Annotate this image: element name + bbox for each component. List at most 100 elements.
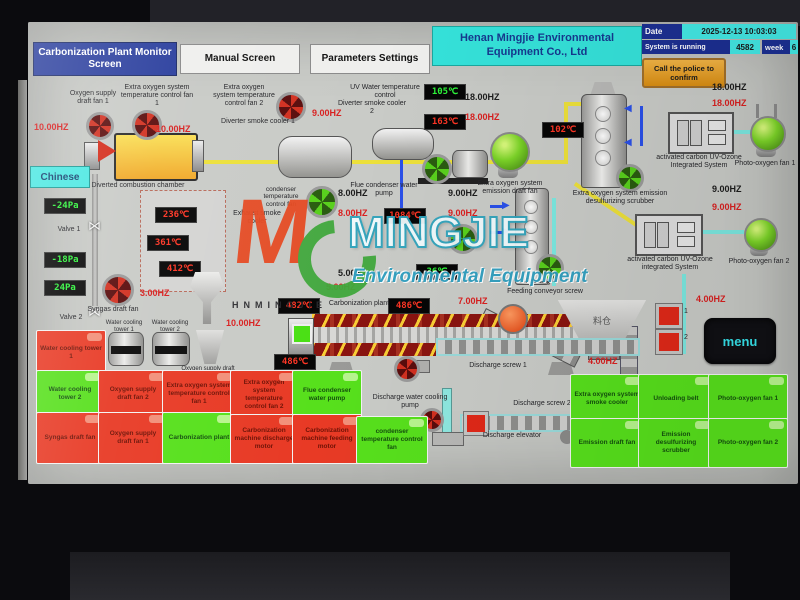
kiln-support bbox=[548, 362, 574, 375]
photo2-hz-set: 9.00HZ bbox=[712, 184, 742, 194]
status-smoke-cooler[interactable]: Extra oxygen system smoke cooler bbox=[570, 374, 644, 424]
pressure3-display: 24Pa bbox=[44, 280, 86, 296]
status-condenser-fan[interactable]: condenser temperature control fan bbox=[356, 416, 428, 464]
status-water-tower2[interactable]: Water cooling tower 2 bbox=[36, 370, 104, 418]
burner-hz: 10.00HZ bbox=[34, 122, 69, 132]
discharge-pump-icon bbox=[394, 356, 420, 382]
emission-hz-actual: 18.00HZ bbox=[465, 112, 500, 122]
cooler-temp-display: 163℃ bbox=[424, 114, 466, 130]
language-toggle-button[interactable]: Chinese bbox=[30, 166, 90, 188]
system-running-value: 4582 bbox=[730, 40, 760, 54]
tower-port bbox=[595, 150, 611, 166]
status-feeding-motor[interactable]: Carbonization machine feeding motor bbox=[292, 414, 362, 464]
arrow-right-icon: ▶ bbox=[502, 200, 510, 211]
temp-fan1-label: Extra oxygen system temperature control … bbox=[120, 84, 194, 108]
uv-water-label: UV Water temperature control bbox=[350, 84, 420, 100]
status-carbonization-plant[interactable]: Carbonization plant bbox=[162, 412, 236, 464]
kiln-start-button[interactable] bbox=[292, 324, 312, 344]
condenser-temp-display: 1084℃ bbox=[384, 208, 426, 224]
status-unloading-belt[interactable]: Unloading belt bbox=[638, 374, 714, 424]
tower-port bbox=[595, 106, 611, 122]
fan-stand bbox=[756, 148, 776, 157]
status-emission-scrubber[interactable]: Emission desulfurizing scrubber bbox=[638, 418, 714, 468]
status-photo-fan2[interactable]: Photo-oxygen fan 2 bbox=[708, 418, 788, 468]
emission-fan-icon bbox=[490, 132, 530, 172]
pipe-right-drop bbox=[682, 274, 686, 354]
scrubber-pump-icon bbox=[448, 224, 478, 254]
tower-temp-display: 102℃ bbox=[542, 122, 584, 138]
photo2-hz-actual: 9.00HZ bbox=[712, 202, 742, 212]
status-oxygen-fan1[interactable]: Oxygen supply draft fan 1 bbox=[98, 412, 168, 464]
exhaust-hz-set: 5.00HZ bbox=[338, 268, 368, 278]
carbon-box2 bbox=[635, 214, 703, 256]
discharge-screw1 bbox=[436, 338, 640, 356]
scrubber-hz-set: 9.00HZ bbox=[448, 188, 478, 198]
hopper-label: 料仓 bbox=[592, 316, 611, 326]
pipe-inlet bbox=[564, 102, 584, 106]
photo-fan1-icon bbox=[750, 116, 786, 152]
tab-monitor-screen[interactable]: Carbonization Plant Monitor Screen bbox=[33, 42, 177, 76]
discharge-screw-hz: 4.00HZ bbox=[588, 356, 618, 366]
tower-port bbox=[524, 220, 538, 234]
pipe-tower1-line bbox=[640, 106, 643, 146]
furnace-t3-display: 412℃ bbox=[159, 261, 201, 277]
photo1-hz-set: 18.00HZ bbox=[712, 82, 747, 92]
condenser-fan-label: condenser temperature control fan bbox=[263, 186, 299, 208]
scrubber-label: Extra oxygen system emission desulfurizi… bbox=[572, 190, 668, 206]
arrow-left-icon: ◀ bbox=[624, 137, 632, 148]
pipe-condensate bbox=[400, 158, 403, 218]
tab-manual-screen[interactable]: Manual Screen bbox=[180, 44, 300, 74]
scrubber-temp-display: 36℃ bbox=[416, 264, 458, 280]
hopper-valve1-button[interactable] bbox=[656, 304, 682, 328]
carbon-box1-label: activated carbon UV-Ozone Integrated Sys… bbox=[656, 154, 742, 170]
discharge-screw2-label: Discharge screw 2 bbox=[513, 400, 571, 407]
tab-label: Parameters Settings bbox=[321, 53, 419, 64]
screw2-button[interactable] bbox=[464, 412, 488, 435]
photo-background bbox=[150, 0, 800, 26]
temp-fan2-icon bbox=[276, 92, 306, 122]
syngas-hz: 3.00HZ bbox=[140, 288, 170, 298]
furnace-t1-display: 236℃ bbox=[155, 207, 197, 223]
feed-inlet bbox=[498, 304, 528, 334]
status-temp-fan1[interactable]: Extra oxygen system temperature control … bbox=[162, 370, 236, 418]
valve1-number: 1 bbox=[684, 308, 688, 315]
water-tower1-label: Water cooling tower 1 bbox=[105, 320, 143, 333]
chamber-out-hz: 10.00HZ bbox=[156, 124, 191, 134]
status-oxygen-fan2[interactable]: Oxygen supply draft fan 2 bbox=[98, 370, 168, 418]
pipe-carbon2-fan bbox=[700, 230, 744, 234]
feeding-hz: 7.00HZ bbox=[458, 296, 488, 306]
valve2-label: Valve 2 bbox=[59, 314, 83, 321]
status-flue-pump[interactable]: Flue condenser water pump bbox=[292, 370, 362, 420]
status-photo-fan1[interactable]: Photo-oxygen fan 1 bbox=[708, 374, 788, 424]
combustion-chamber bbox=[114, 133, 198, 181]
tab-label: Carbonization Plant Monitor Screen bbox=[38, 47, 172, 70]
scrubber-hz-actual: 9.00HZ bbox=[448, 208, 478, 218]
smoke-cooler2-vessel bbox=[372, 128, 434, 160]
valve2-icon: ⋈ bbox=[88, 304, 101, 319]
feeding-label: Feeding bbox=[525, 278, 551, 285]
status-temp-fan2[interactable]: Extra oxygen system temperature control … bbox=[230, 370, 298, 420]
temp-fan1-icon bbox=[132, 110, 162, 140]
status-syngas-fan[interactable]: Syngas draft fan bbox=[36, 412, 104, 464]
oxygen-fan1-icon bbox=[86, 112, 114, 140]
pressure1-display: -24Pa bbox=[44, 198, 86, 214]
furnace-t2-display: 361℃ bbox=[147, 235, 189, 251]
status-discharge-motor[interactable]: Carbonization machine discharge motor bbox=[230, 414, 298, 464]
emission-fan-label: Extra oxygen system emission draft fan bbox=[477, 180, 543, 196]
menu-button[interactable]: menu bbox=[704, 318, 776, 364]
flue-pump-icon bbox=[422, 154, 452, 184]
discharge-right-hz: 4.00HZ bbox=[696, 294, 726, 304]
water-tower2-label: Water cooling tower 2 bbox=[151, 320, 189, 333]
alarm-confirm-button[interactable]: Call the police to confirm bbox=[642, 58, 726, 88]
pipe-valve-line bbox=[92, 174, 98, 306]
emission-hz-set: 18.00HZ bbox=[465, 92, 500, 102]
screen-edge bbox=[18, 80, 27, 480]
tab-parameters-settings[interactable]: Parameters Settings bbox=[310, 44, 430, 74]
oxygen-fan1-label: Oxygen supply draft fan 1 bbox=[69, 90, 117, 106]
water-tower1-tank bbox=[108, 332, 144, 366]
tab-label: Manual Screen bbox=[204, 53, 276, 64]
status-emission-fan[interactable]: Emission draft fan bbox=[570, 418, 644, 468]
date-value: 2025-12-13 10:03:03 bbox=[682, 24, 796, 39]
hopper-valve2-button[interactable] bbox=[656, 330, 682, 354]
kiln-hz: 10.00HZ bbox=[226, 318, 261, 328]
